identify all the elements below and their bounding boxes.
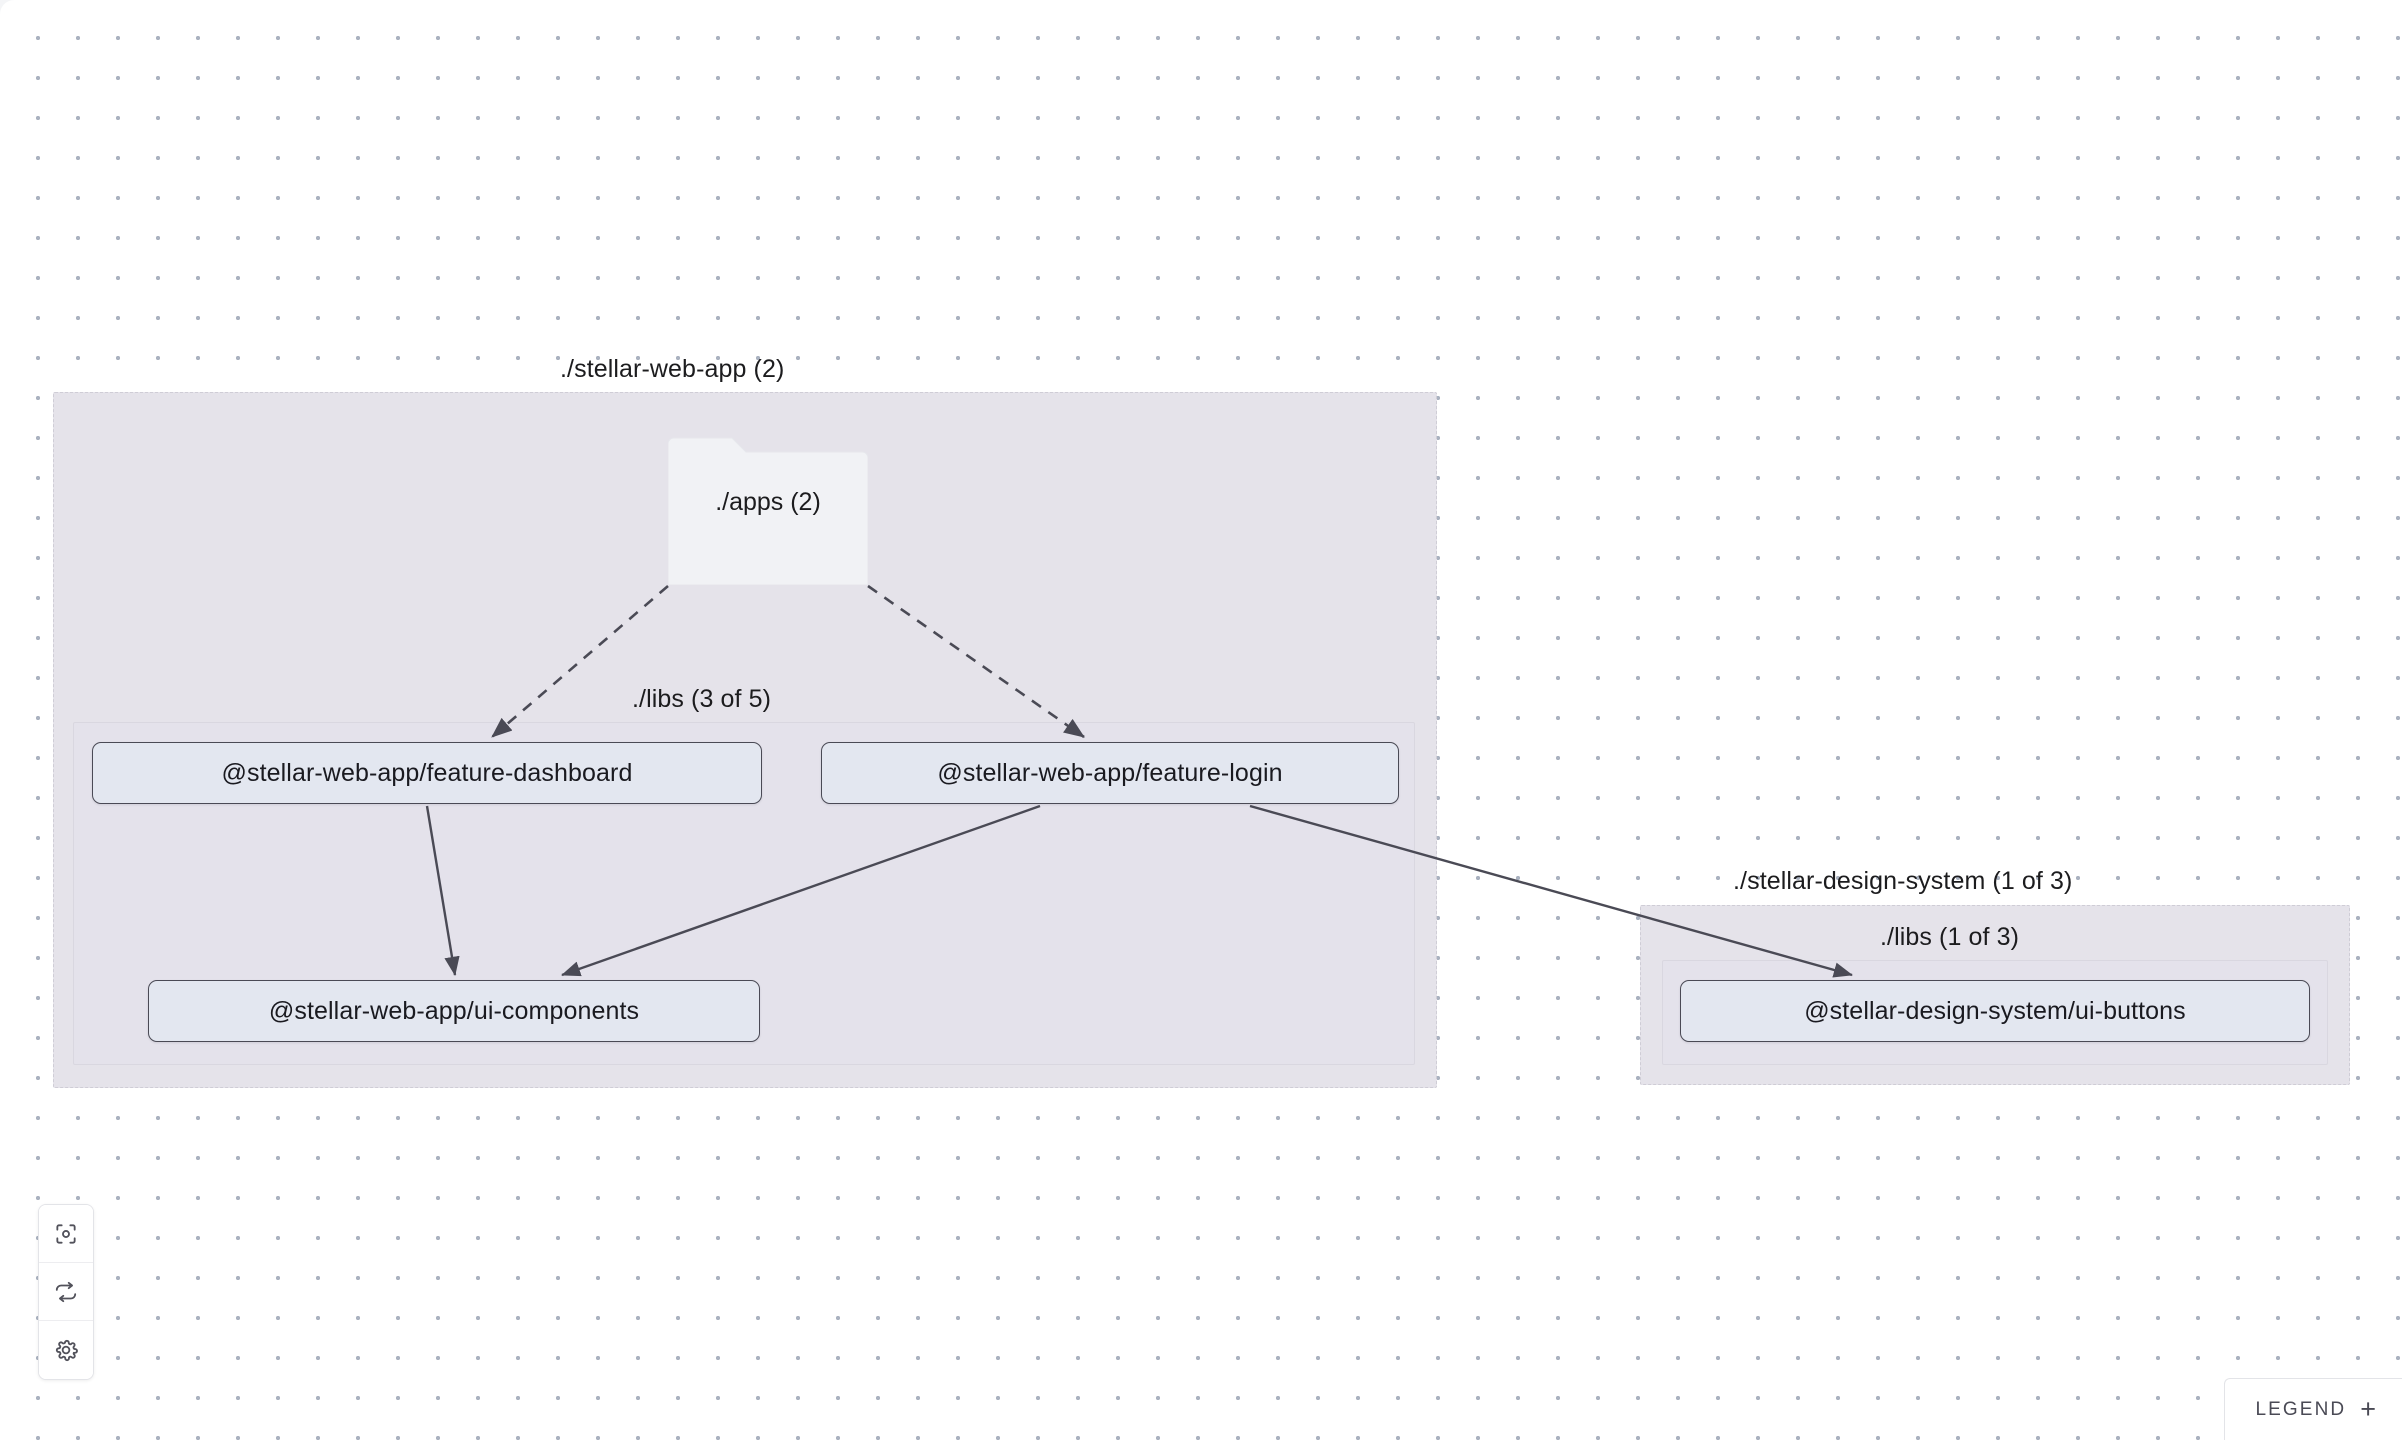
graph-controls[interactable] — [38, 1204, 94, 1380]
group-label-stellar-web-app: ./stellar-web-app (2) — [560, 355, 785, 383]
focus-graph-button[interactable] — [39, 1205, 93, 1263]
legend-toggle[interactable]: LEGEND + — [2224, 1378, 2402, 1440]
refresh-cycle-icon — [55, 1281, 77, 1302]
folder-apps-label: ./apps (2) — [715, 488, 821, 516]
node-label-feature-login: @stellar-web-app/feature-login — [937, 758, 1283, 787]
node-ui-components[interactable]: @stellar-web-app/ui-components — [148, 980, 760, 1042]
legend-label: LEGEND — [2255, 1398, 2347, 1420]
node-label-ui-components: @stellar-web-app/ui-components — [268, 996, 640, 1025]
group-label-web-app-libs: ./libs (3 of 5) — [632, 685, 772, 713]
node-label-feature-dashboard: @stellar-web-app/feature-dashboard — [221, 758, 633, 787]
graph-settings-button[interactable] — [39, 1321, 93, 1379]
gear-icon — [55, 1339, 78, 1362]
legend-expand-icon[interactable]: + — [2360, 1394, 2376, 1424]
node-feature-login[interactable]: @stellar-web-app/feature-login — [821, 742, 1399, 804]
node-ui-buttons[interactable]: @stellar-design-system/ui-buttons — [1680, 980, 2310, 1042]
group-label-design-system-libs: ./libs (1 of 3) — [1880, 923, 2020, 951]
node-feature-dashboard[interactable]: @stellar-web-app/feature-dashboard — [92, 742, 762, 804]
focus-target-icon — [56, 1223, 76, 1244]
group-label-stellar-design-system: ./stellar-design-system (1 of 3) — [1733, 867, 2073, 895]
refresh-graph-button[interactable] — [39, 1263, 93, 1321]
folder-apps[interactable]: ./apps (2) — [668, 430, 868, 585]
node-label-ui-buttons: @stellar-design-system/ui-buttons — [1804, 996, 2186, 1025]
